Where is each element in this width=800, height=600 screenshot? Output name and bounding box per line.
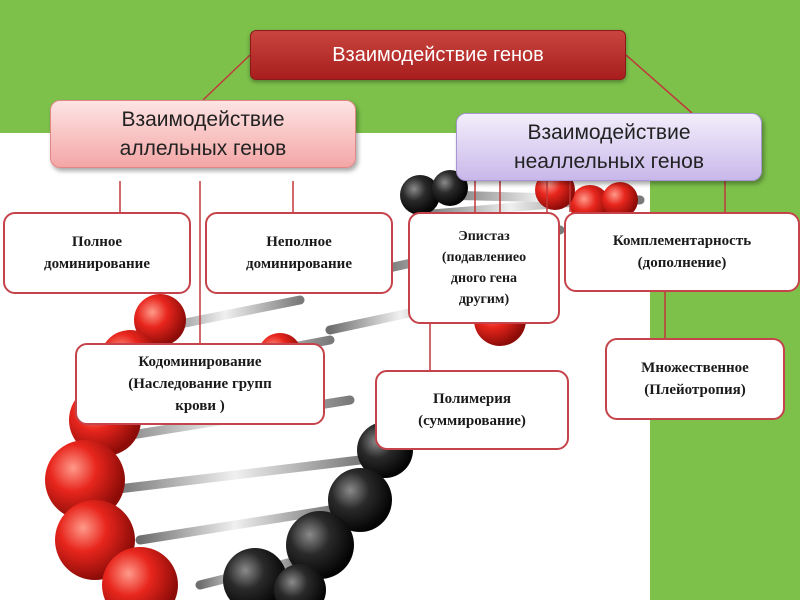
nonallelic-genes-box: Взаимодействие неаллельных генов [456,113,762,181]
codominance-label: Кодоминирование (Наследование групп кров… [128,354,272,414]
complementarity-box: Комплементарность (дополнение) [564,212,800,292]
title-box: Взаимодействие генов [250,30,626,80]
multiple-action-label: Множественное (Плейотропия) [641,360,749,398]
complementarity-label: Комплементарность (дополнение) [612,233,752,271]
allelic-genes-box: Взаимодействие аллельных генов [50,100,356,168]
polymery-box: Полимерия (суммирование) [375,370,569,450]
nonallelic-genes-label: Взаимодействие неаллельных генов [514,121,704,173]
incomplete-dominance-label: Неполное доминирование [246,234,352,272]
allelic-genes-label: Взаимодействие аллельных генов [119,108,287,160]
multiple-action-box: Множественное (Плейотропия) [605,338,785,420]
connector-lines [119,54,726,370]
codominance-box: Кодоминирование (Наследование групп кров… [75,343,325,425]
epistasis-box: Эпистаз (подавлениео дного гена другим) [408,212,560,324]
polymery-label: Полимерия (суммирование) [418,391,526,429]
epistasis-label: Эпистаз (подавлениео дного гена другим) [441,229,527,307]
complete-dominance-box: Полное доминирование [3,212,191,294]
complete-dominance-label: Полное доминирование [44,234,150,272]
title-text: Взаимодействие генов [332,43,544,66]
incomplete-dominance-box: Неполное доминирование [205,212,393,294]
